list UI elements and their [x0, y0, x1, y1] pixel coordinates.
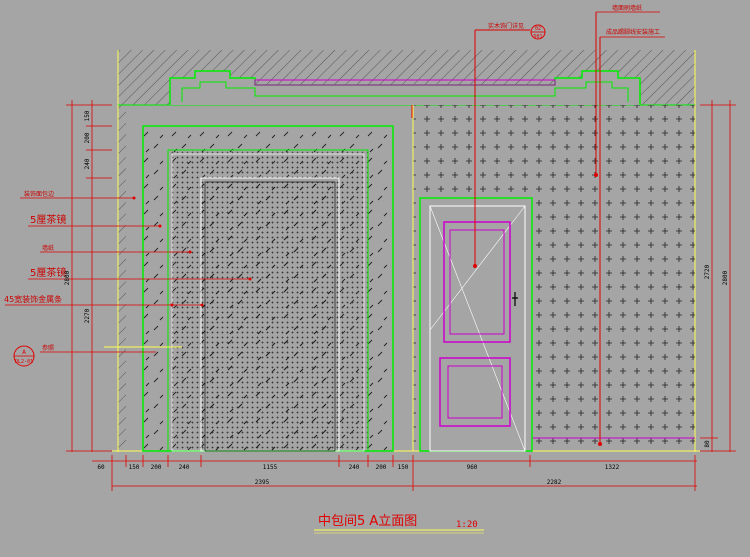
dim-b-2282: 2282: [547, 479, 562, 486]
mirror-center: [200, 177, 340, 452]
dim-left-ticks: [66, 104, 112, 452]
door-handle: [512, 292, 518, 306]
callout-left-4: 5厘茶镜: [30, 266, 66, 279]
ceiling-cornice-inner: [181, 81, 629, 102]
callout-top-wallpaper: 墙面刷墙纸: [612, 4, 642, 12]
dim-b-240a: 240: [179, 464, 190, 471]
callout-left-3: 墙纸: [42, 244, 54, 252]
leader-skirting-dot: [598, 442, 602, 446]
left-wall-hatch: [118, 105, 126, 450]
callout-left-1: 装饰面包边: [24, 190, 54, 198]
leader-left-5-dot-b: [200, 303, 204, 307]
dim-left-150: 150: [84, 110, 91, 121]
dim-right-2720: 2720: [704, 264, 711, 279]
callout-left-5: 45宽装饰金属条: [4, 294, 62, 304]
leader-left-1-dot: [132, 196, 136, 200]
dim-right-ticks: [700, 104, 736, 452]
dim-b-200a: 200: [151, 464, 162, 471]
callout-left-2: 5厘茶镜: [30, 213, 66, 226]
leader-wallpaper-dot: [594, 173, 598, 177]
door-panel-top-inner: [449, 229, 505, 335]
door-panel-bottom-inner: [447, 365, 503, 419]
cornice-strip: [254, 79, 556, 86]
dim-b-200b: 200: [376, 464, 387, 471]
dim-b-150a: 150: [129, 464, 140, 471]
dim-right-2800: 2800: [722, 270, 729, 285]
leader-left-2-dot: [158, 224, 162, 228]
callout-top-skirting: 成品踢脚线安装施工: [606, 28, 660, 36]
leader-left-4-dot: [248, 277, 252, 281]
leader-left-5-dot: [170, 303, 174, 307]
dim-b-1155: 1155: [263, 464, 278, 471]
dim-b-150b: 150: [398, 464, 409, 471]
section-left-bottom: DL2-01: [15, 359, 33, 365]
dim-b-60: 60: [97, 464, 105, 471]
dim-b-1322: 1322: [605, 464, 620, 471]
drawing-scale: 1:20: [456, 520, 478, 530]
door-panel-bottom: [439, 357, 511, 427]
section-left-top: A: [22, 349, 26, 356]
door-panel-top: [443, 221, 511, 343]
section-door-bottom: D01: [533, 34, 542, 40]
drawing-title: 中包间5 A立面图: [318, 514, 417, 529]
dim-left-200: 200: [84, 132, 91, 143]
leader-door-dot: [473, 264, 477, 268]
callout-top-door: 实木饰门详见: [488, 22, 524, 30]
dim-b-960: 960: [467, 464, 478, 471]
section-door-top: 02: [535, 26, 541, 32]
callout-left-6: 参照: [42, 344, 54, 352]
dim-left-2800: 2800: [64, 270, 71, 285]
dim-left-240: 240: [84, 158, 91, 169]
dim-b-240b: 240: [349, 464, 360, 471]
dim-b-2395: 2395: [255, 479, 270, 486]
door-swing-2: [429, 205, 526, 331]
mirror-center-edge: [204, 181, 336, 452]
door-swing-1: [429, 205, 526, 452]
dim-right-80: 80: [704, 440, 711, 448]
dim-bottom-ticks: [111, 455, 696, 491]
leader-left-3-dot: [188, 250, 192, 254]
dim-left-2270: 2270: [84, 308, 91, 323]
